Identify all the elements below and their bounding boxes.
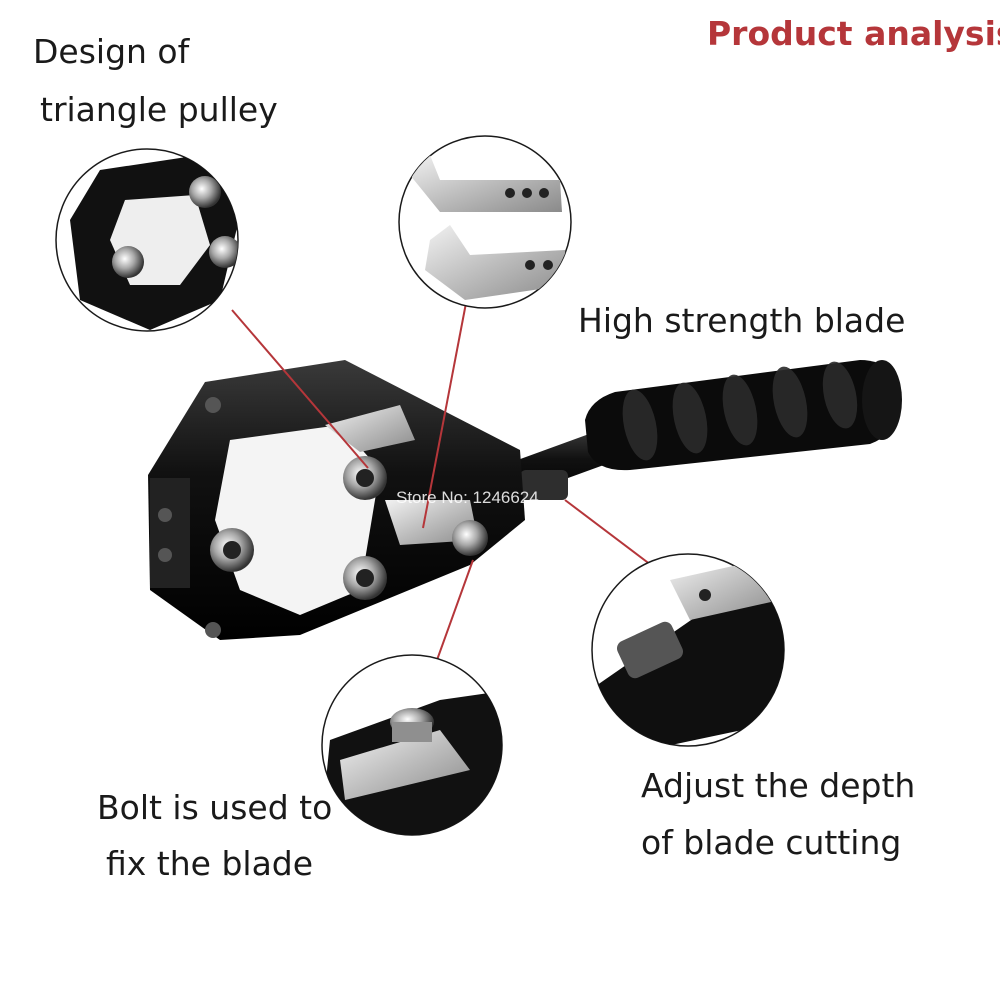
- cable-stripper-tool: [148, 360, 902, 640]
- blade-bolt: [452, 520, 488, 556]
- leader-lines: [231, 302, 656, 661]
- pulley-label-line1: Design of: [33, 32, 190, 71]
- tool-head: [148, 360, 525, 640]
- depth-knob: [520, 470, 568, 500]
- leader-line-pulley: [231, 309, 369, 469]
- page-title: Product analysis: [707, 14, 1000, 53]
- detail-circle-bolt: [321, 654, 503, 836]
- depth-label-line1: Adjust the depth: [641, 766, 916, 805]
- tool-handle: [490, 360, 902, 502]
- detail-circle-depth: [591, 553, 785, 747]
- detail-circle-pulley: [55, 148, 239, 332]
- detail-circle-blade: [398, 135, 572, 309]
- bolt-label-line1: Bolt is used to: [97, 788, 333, 827]
- store-watermark: Store No: 1246624: [396, 488, 539, 507]
- leader-line-bolt: [436, 559, 474, 661]
- leader-line-blade: [422, 302, 467, 529]
- depth-label-line2: of blade cutting: [641, 823, 902, 862]
- leader-line-depth: [564, 499, 656, 569]
- blade-label: High strength blade: [578, 301, 906, 340]
- bolt-label-line2: fix the blade: [106, 844, 314, 883]
- pulley-label-line2: triangle pulley: [40, 90, 278, 129]
